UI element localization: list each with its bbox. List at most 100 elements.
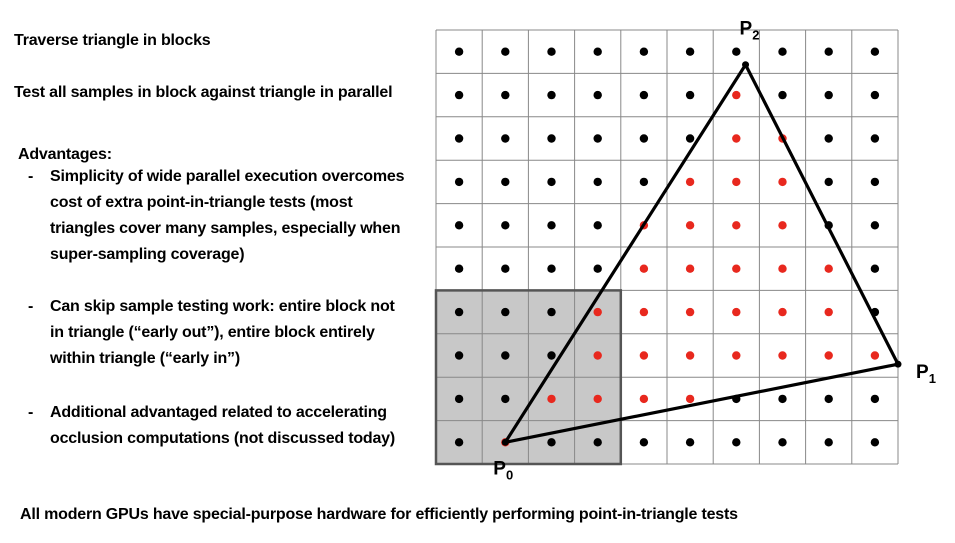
vertex-point [501, 438, 509, 446]
sample-dot [454, 394, 464, 404]
sample-dot-covered [824, 307, 833, 317]
sample-dot [501, 177, 510, 187]
sample-dot [685, 438, 695, 447]
sample-dot [639, 438, 649, 447]
sample-dot-covered [778, 264, 787, 273]
sample-dot [547, 351, 556, 360]
sample-dot [870, 438, 880, 447]
sample-dot [593, 134, 602, 143]
vertex-label: P1 [916, 362, 936, 386]
sample-dot [824, 394, 833, 404]
sample-dot-covered [778, 307, 787, 317]
sample-dot-covered [685, 221, 695, 230]
sample-dot [547, 134, 556, 143]
sample-dot [685, 47, 695, 56]
sample-dot [547, 307, 556, 317]
sample-dot [454, 90, 464, 100]
sample-dot [501, 90, 510, 100]
sample-dot [639, 47, 649, 56]
sample-dot-covered [547, 394, 556, 404]
vertex-label: P0 [493, 458, 513, 482]
sample-dot [547, 47, 556, 56]
sample-dot [593, 438, 602, 447]
sample-dot [547, 221, 556, 230]
sample-dot-covered [732, 177, 741, 187]
bullet-line: Can skip sample testing work: entire blo… [50, 298, 395, 315]
sample-dot [870, 264, 880, 273]
sample-dot [824, 438, 833, 447]
bullet-marker: - [28, 404, 34, 421]
sample-dot [870, 177, 880, 187]
sample-dot-covered [732, 307, 741, 317]
sample-dot [870, 90, 880, 100]
sample-dot [778, 47, 787, 56]
bullet-line: Simplicity of wide parallel execution ov… [50, 168, 405, 185]
sample-dot-covered [824, 351, 833, 360]
sample-dot [454, 47, 464, 56]
footer-note: All modern GPUs have special-purpose har… [20, 506, 738, 523]
bullet-marker: - [28, 298, 34, 315]
sample-dot-covered [732, 221, 741, 230]
sample-dot [547, 264, 556, 273]
sample-dot-covered [685, 394, 695, 404]
sample-dot [778, 90, 787, 100]
sample-dot [454, 438, 464, 447]
sample-dot-covered [593, 307, 602, 317]
sample-dot [593, 47, 602, 56]
sample-dot [778, 394, 787, 404]
heading-traverse: Traverse triangle in blocks [14, 32, 211, 49]
sample-dot [870, 221, 880, 230]
sample-dot [593, 90, 602, 100]
sample-dot-covered [685, 264, 695, 273]
sample-dot [870, 47, 880, 56]
sample-dot-covered [639, 351, 649, 360]
sample-dot [501, 394, 510, 404]
sample-dot-covered [639, 264, 649, 273]
sample-dot [824, 90, 833, 100]
sample-dot [593, 264, 602, 273]
sample-dot [454, 264, 464, 273]
sample-dot [501, 264, 510, 273]
bullet-line: in triangle (“early out”), entire block … [50, 324, 375, 341]
sample-dot [501, 134, 510, 143]
sample-dot-covered [685, 351, 695, 360]
sample-dot [732, 438, 741, 447]
advantages-title: Advantages: [18, 146, 112, 163]
sample-dot-covered [732, 134, 741, 143]
sample-dot-covered [778, 177, 787, 187]
sample-dot [732, 47, 741, 56]
vertex-point [742, 61, 750, 69]
sample-dot [547, 177, 556, 187]
sample-dot-covered [732, 264, 741, 273]
sample-dot-covered [639, 394, 649, 404]
sample-dot [778, 438, 787, 447]
sample-dot [685, 134, 695, 143]
triangle-outline [501, 61, 901, 445]
bullet-line: within triangle (“early in”) [50, 350, 240, 367]
sample-dot [501, 221, 510, 230]
sample-dot [547, 438, 556, 447]
sample-dot-covered [593, 394, 602, 404]
sample-dot [454, 221, 464, 230]
sample-dot-covered [732, 351, 741, 360]
sample-dot [824, 134, 833, 143]
sample-dot-covered [870, 351, 880, 360]
sample-dot [870, 134, 880, 143]
sample-dot [501, 307, 510, 317]
sample-dot [593, 221, 602, 230]
bullet-line: cost of extra point-in-triangle tests (m… [50, 194, 353, 211]
sample-dot [501, 47, 510, 56]
sample-dot-covered [685, 177, 695, 187]
sample-dot-covered [778, 351, 787, 360]
sample-dot-covered [732, 90, 741, 100]
sample-dot [454, 177, 464, 187]
sample-dot-covered [685, 307, 695, 317]
sample-dot-covered [778, 221, 787, 230]
sample-dot-covered [824, 264, 833, 273]
sample-dot [454, 307, 464, 317]
sample-dot [454, 134, 464, 143]
bullet-line: occlusion computations (not discussed to… [50, 430, 396, 447]
sample-dot [454, 351, 464, 360]
vertex-point [894, 360, 902, 368]
sample-dot [639, 90, 649, 100]
